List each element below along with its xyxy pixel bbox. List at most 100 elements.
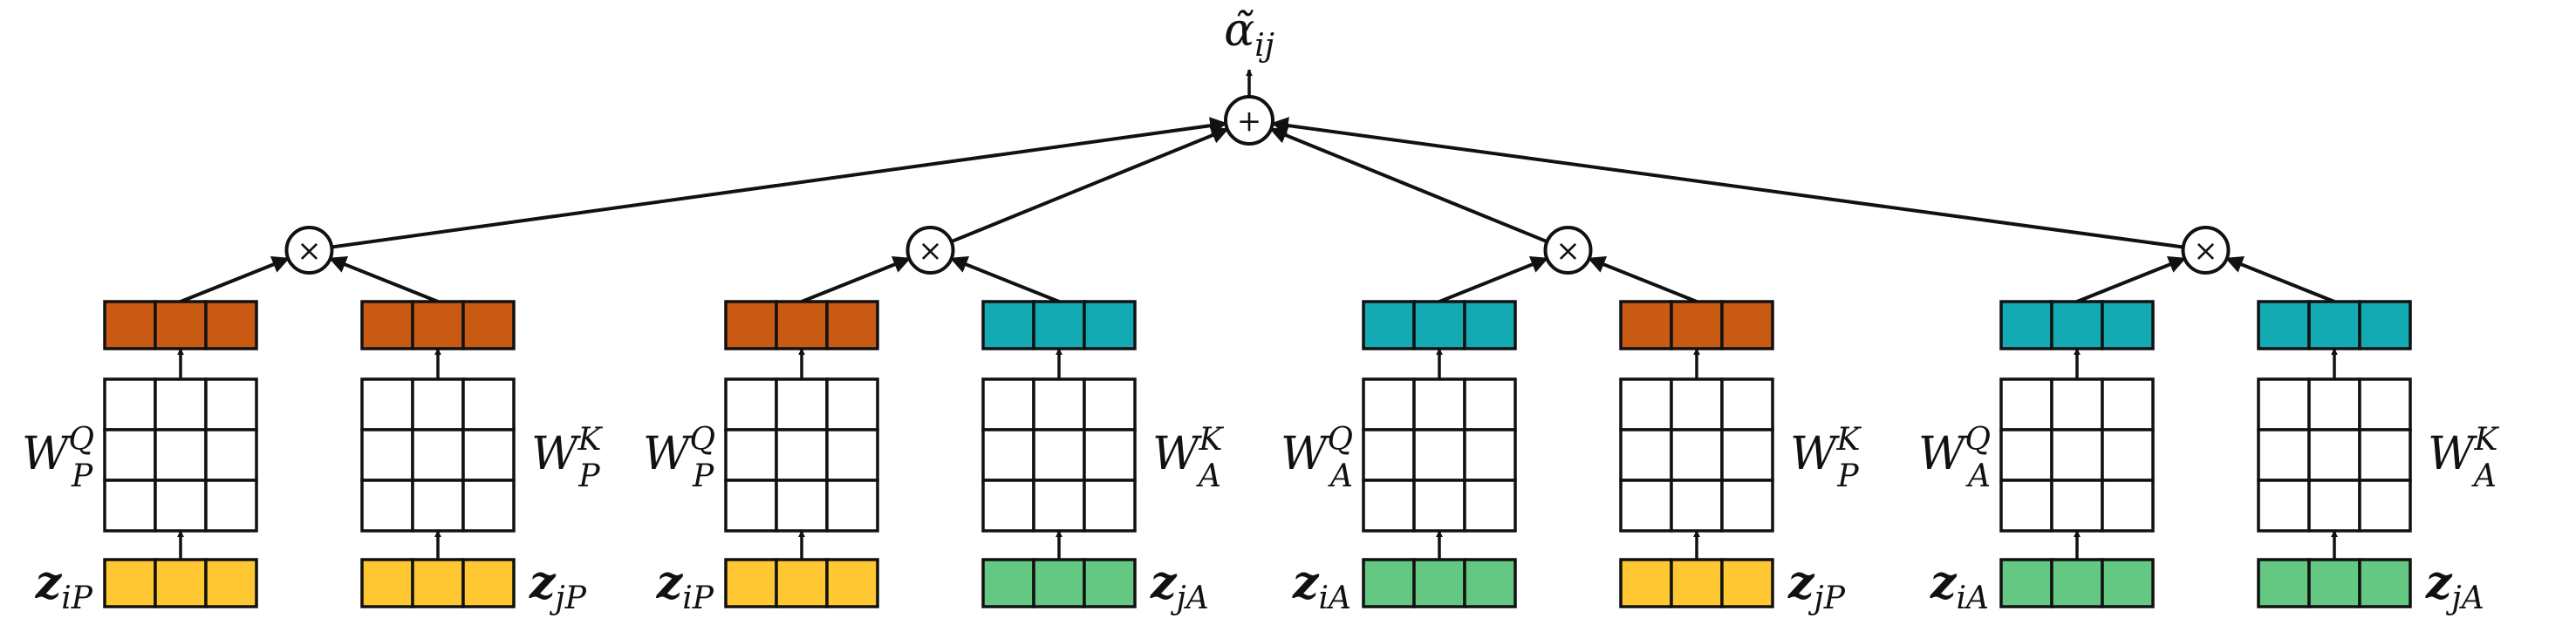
input-vector-2-left-cell [775,558,829,608]
product-node-1-symbol: × [297,234,322,268]
weight-matrix-1-right-cell [411,479,465,533]
arrow-proj-to-mult [180,256,290,303]
projected-vector-1-right-cell [360,300,414,350]
weight-matrix-2-left-cell [724,479,778,533]
projected-vector-3-right [1619,300,1774,350]
weight-matrix-2-left-cell [775,479,829,533]
input-vector-2-left [724,558,879,608]
weight-matrix-4-right-cell [2307,428,2361,482]
projected-vector-4-left [1999,300,2155,350]
weight-matrix-3-right-cell [1720,479,1774,533]
projected-vector-2-right-cell [1083,300,1137,350]
arrow-product-to-sum [1269,126,1548,244]
weight-matrix-1-left-cell [204,479,258,533]
weight-matrix-2-left-cell [825,428,879,482]
input-vector-1-right [360,558,516,608]
weight-matrix-2-left-cell [775,428,829,482]
projected-vector-3-left-cell [1362,300,1416,350]
input-vector-4-right-cell [2257,558,2311,608]
projected-vector-1-right [360,300,516,350]
input-vector-2-left-cell [724,558,778,608]
input-vector-4-left [1999,558,2155,608]
weight-matrix-1-left-cell [154,428,208,482]
product-node-1 [284,226,334,275]
weight-matrix-2-left-cell [825,377,879,431]
weight-matrix-4-left-cell [1999,428,2053,482]
weight-matrix-3-left-cell [1463,479,1517,533]
weight-matrix-4-left-cell [1999,377,2053,431]
input-label: zjA [1150,556,1209,616]
weight-matrix-4-right-cell [2257,479,2311,533]
product-node-4-symbol: × [2193,234,2218,268]
weight-matrix-4-left-cell [2050,479,2104,533]
projected-vector-4-left-cell [1999,300,2053,350]
weight-matrix-4-left-cell [2101,479,2155,533]
weight-matrix-2-right-cell [1032,479,1086,533]
input-vector-4-left-cell [2101,558,2155,608]
weight-matrix-3-left-cell [1463,428,1517,482]
projected-vector-3-left-cell [1463,300,1517,350]
weight-matrix-4-left-cell [2101,377,2155,431]
projected-vector-2-left-cell [724,300,778,350]
weight-matrix-2-right-cell [1032,428,1086,482]
weight-matrix-1-right-cell [411,377,465,431]
input-vector-3-left-cell [1463,558,1517,608]
weight-matrix-3-right-cell [1670,377,1724,431]
weight-matrix-1-right-cell [461,377,516,431]
projected-vector-3-right-cell [1720,300,1774,350]
input-vector-1-left-cell [103,558,157,608]
weight-matrix-4-right-cell [2358,428,2412,482]
weight-matrix-4-left [1999,377,2155,533]
arrow-proj-to-mult [801,256,912,303]
weight-matrix-2-left-cell [825,479,879,533]
weight-matrix-3-right-cell [1619,377,1673,431]
weight-matrix-1-right-cell [360,479,414,533]
weight-matrix-3-left-cell [1362,428,1416,482]
projected-vector-4-right-cell [2358,300,2412,350]
weight-matrix-1-left-cell [204,377,258,431]
weight-matrix-3-left-cell [1412,479,1466,533]
weight-matrix-4-left-cell [1999,479,2053,533]
input-vector-1-right-cell [411,558,465,608]
output-label: α̃ij [1224,4,1274,64]
product-node-4 [2181,226,2231,275]
weight-matrix-2-right-cell [1032,377,1086,431]
input-label: zjP [529,556,587,616]
input-vector-3-right-cell [1670,558,1724,608]
weight-matrix-1-left-cell [103,377,157,431]
weight-matrix-2-right-cell [1083,479,1137,533]
projected-vector-4-right-cell [2257,300,2311,350]
input-vector-2-right [981,558,1137,608]
input-label: ziA [1930,556,1989,616]
arrow-proj-to-mult [1438,256,1549,303]
weight-matrix-1-left-cell [103,428,157,482]
weight-matrix-2-right-cell [981,377,1035,431]
projected-vector-1-left [103,300,258,350]
weight-matrix-3-right-cell [1670,479,1724,533]
weight-matrix-4-right-cell [2358,377,2412,431]
weight-matrix-1-left-cell [103,479,157,533]
input-vector-1-right-cell [360,558,414,608]
projected-vector-4-right-cell [2307,300,2361,350]
input-vector-1-right-cell [461,558,516,608]
product-node-3-symbol: × [1555,234,1581,268]
input-label: zjA [2425,556,2484,616]
input-vector-2-right-cell [1032,558,1086,608]
weight-matrix-3-left-cell [1362,479,1416,533]
weight-matrix-3-left [1362,377,1517,533]
weight-matrix-3-right-cell [1619,479,1673,533]
sum-node-symbol: + [1237,104,1262,139]
weight-matrix-2-left-cell [724,428,778,482]
projected-vector-3-right-cell [1619,300,1673,350]
input-vector-4-right-cell [2358,558,2412,608]
projected-vector-1-left-cell [204,300,258,350]
projected-vector-2-left [724,300,879,350]
arrow-product-to-sum [950,126,1229,244]
arrow-proj-to-mult [949,256,1060,303]
